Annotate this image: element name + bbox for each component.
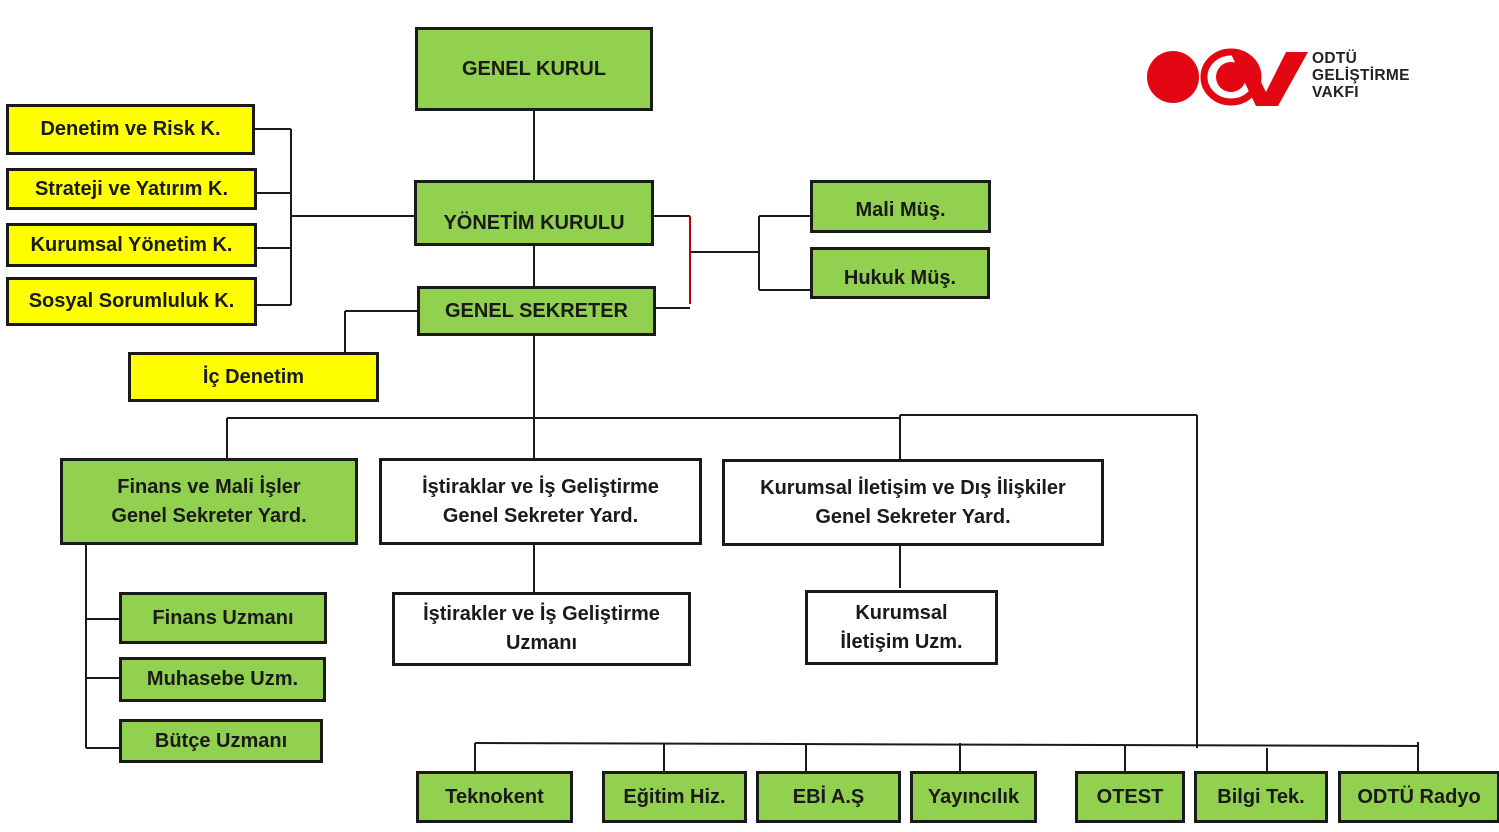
finans-uzmani-box: Finans Uzmanı <box>119 592 327 644</box>
teknokent-box: Teknokent <box>416 771 573 823</box>
egitim-hiz-box: Eğitim Hiz. <box>602 771 747 823</box>
logo-text: ODTÜ GELİŞTİRME VAKFI <box>1312 50 1410 101</box>
butce-uzmani-box: Bütçe Uzmanı <box>119 719 323 763</box>
yonetim-kurulu-box: YÖNETİM KURULU <box>414 180 654 246</box>
kurumsal-yonetim-box: Kurumsal Yönetim K. <box>6 223 257 267</box>
otest-box: OTEST <box>1075 771 1185 823</box>
genel-sekreter-box: GENEL SEKRETER <box>417 286 656 336</box>
denetim-risk-box: Denetim ve Risk K. <box>6 104 255 155</box>
yayincilik-box: Yayıncılık <box>910 771 1037 823</box>
kurumsal-iletisim-uzm-box: Kurumsal İletişim Uzm. <box>805 590 998 665</box>
ebi-as-box: EBİ A.Ş <box>756 771 901 823</box>
genel-kurul-box: GENEL KURUL <box>415 27 653 111</box>
finans-yard-box: Finans ve Mali İşler Genel Sekreter Yard… <box>60 458 358 545</box>
kurumsal-yard-box: Kurumsal İletişim ve Dış İlişkiler Genel… <box>722 459 1104 546</box>
ic-denetim-box: İç Denetim <box>128 352 379 402</box>
mali-mus-box: Mali Müş. <box>810 180 991 233</box>
muhasebe-uzm-box: Muhasebe Uzm. <box>119 657 326 702</box>
bilgi-tek-box: Bilgi Tek. <box>1194 771 1328 823</box>
odtu-logo <box>1147 48 1308 106</box>
hukuk-mus-box: Hukuk Müş. <box>810 247 990 299</box>
sosyal-sorumluluk-box: Sosyal Sorumluluk K. <box>6 277 257 326</box>
odtu-radyo-box: ODTÜ Radyo <box>1338 771 1499 823</box>
istirak-uzmani-box: İştirakler ve İş Geliştirme Uzmanı <box>392 592 691 666</box>
strateji-yatirim-box: Strateji ve Yatırım K. <box>6 168 257 210</box>
istirak-yard-box: İştiraklar ve İş Geliştirme Genel Sekret… <box>379 458 702 545</box>
